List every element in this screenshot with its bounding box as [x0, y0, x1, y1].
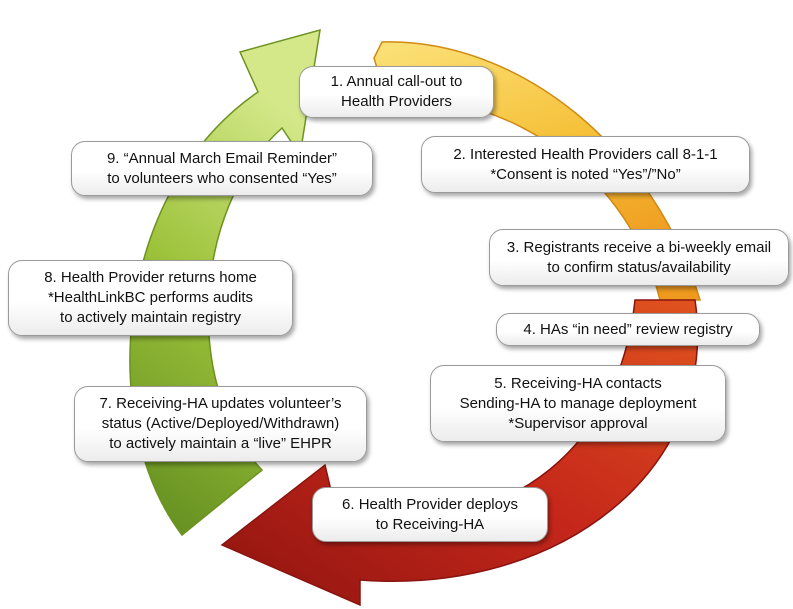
step-2-line-1: 2. Interested Health Providers call 8-1-…: [453, 145, 718, 163]
step-1-box: 1. Annual call-out to Health Providers: [299, 66, 494, 118]
step-6-line-1: 6. Health Provider deploys: [342, 495, 518, 513]
step-1-line-1: 1. Annual call-out to: [330, 73, 463, 90]
step-8-line-1: 8. Health Provider returns home: [44, 269, 257, 286]
step-7-line-2: status (Active/Deployed/Withdrawn): [101, 415, 340, 432]
step-2-line-2: *Consent is noted “Yes”/”No”: [490, 165, 681, 183]
step-6-box: 6. Health Provider deploys to Receiving-…: [312, 487, 548, 542]
step-1-line-2: Health Providers: [341, 93, 452, 110]
step-2-box: 2. Interested Health Providers call 8-1-…: [421, 136, 750, 193]
step-8-line-2: *HealthLinkBC performs audits: [47, 289, 254, 306]
step-6-line-2: to Receiving-HA: [375, 515, 485, 533]
step-3-line-1: 3. Registrants receive a bi-weekly email: [506, 238, 772, 256]
step-8-box: 8. Health Provider returns home *HealthL…: [8, 260, 293, 336]
step-5-line-3: *Supervisor approval: [508, 414, 648, 432]
step-5-line-1: 5. Receiving-HA contacts: [494, 374, 662, 392]
step-3-box: 3. Registrants receive a bi-weekly email…: [489, 229, 789, 286]
step-7-box: 7. Receiving-HA updates volunteer’s stat…: [74, 386, 367, 462]
step-7-line-1: 7. Receiving-HA updates volunteer’s: [99, 395, 342, 412]
step-8-line-3: to actively maintain registry: [60, 309, 241, 326]
step-4-box: 4. HAs “in need” review registry: [496, 313, 760, 346]
step-9-line-2: to volunteers who consented “Yes”: [107, 169, 337, 187]
step-9-box: 9. “Annual March Email Reminder” to volu…: [71, 141, 373, 196]
step-9-line-1: 9. “Annual March Email Reminder”: [106, 149, 338, 167]
step-7-line-3: to actively maintain a “live” EHPR: [109, 435, 332, 452]
step-5-line-2: Sending-HA to manage deployment: [459, 394, 697, 412]
step-5-box: 5. Receiving-HA contacts Sending-HA to m…: [430, 365, 726, 442]
step-3-line-2: to confirm status/availability: [547, 258, 731, 276]
step-4-line-1: 4. HAs “in need” review registry: [523, 320, 733, 338]
